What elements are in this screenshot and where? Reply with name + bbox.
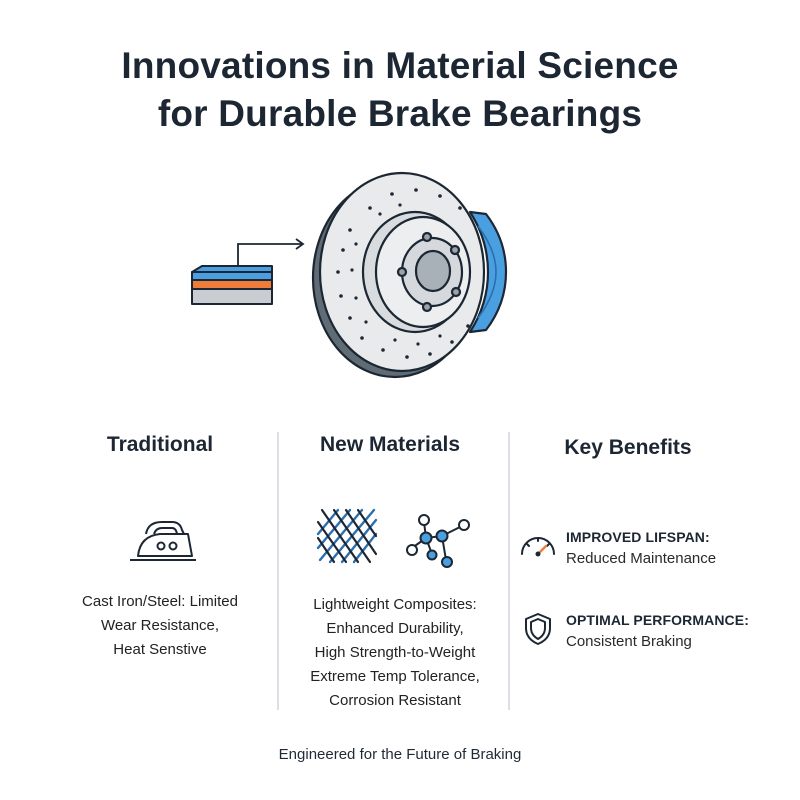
new-materials-heading: New Materials [319, 433, 461, 456]
text-line: Corrosion Resistant [329, 692, 461, 709]
arrow-icon [237, 238, 305, 266]
text-line: Lightweight Composites: [313, 596, 477, 613]
benefit-title: OPTIMAL PERFORMANCE: [566, 612, 749, 628]
column-divider [508, 432, 510, 710]
benefit-subtitle: Consistent Braking [566, 633, 692, 650]
brake-disc-illustration [191, 171, 508, 379]
title-line-2: for Durable Brake Bearings [157, 93, 643, 134]
title-line-1: Innovations in Material Science [121, 45, 679, 86]
benefit-title: IMPROVED LIFSPAN: [566, 529, 710, 545]
text-line: High Strength-to-Weight [314, 644, 476, 661]
footer-tagline: Engineered for the Future of Braking [278, 746, 522, 763]
material-layers-icon [191, 265, 273, 305]
text-line: Cast Iron/Steel: Limited [82, 593, 238, 610]
text-line: Wear Resistance, [100, 617, 220, 634]
page-title: Innovations in Material Science for Dura… [0, 42, 800, 138]
shield-icon [525, 613, 551, 645]
brake-disc-icon [311, 171, 486, 379]
key-benefits-heading: Key Benefits [564, 436, 692, 459]
text-line: Enhanced Durability, [326, 620, 464, 637]
traditional-heading: Traditional [106, 433, 214, 456]
iron-icon [130, 521, 196, 561]
benefit-subtitle: Reduced Maintenance [566, 550, 717, 567]
gauge-icon [521, 537, 555, 557]
mesh-composite-icon [316, 508, 378, 564]
new-materials-description: Lightweight Composites: Enhanced Durabil… [285, 593, 505, 713]
molecule-icon [406, 514, 470, 568]
text-line: Extreme Temp Tolerance, [310, 668, 480, 685]
traditional-description: Cast Iron/Steel: Limited Wear Resistance… [60, 590, 260, 662]
column-divider [277, 432, 279, 710]
brake-caliper-icon [468, 210, 508, 334]
text-line: Heat Senstive [113, 641, 207, 658]
